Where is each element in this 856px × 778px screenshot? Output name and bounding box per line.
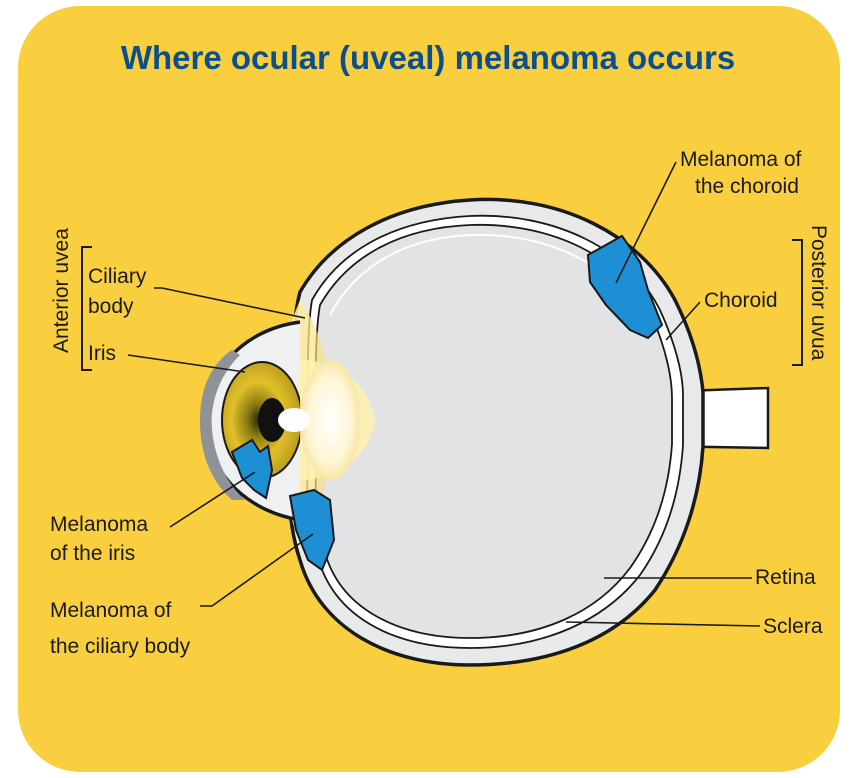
- label-ciliary-1: Ciliary: [88, 265, 147, 288]
- label-retina: Retina: [755, 566, 816, 589]
- label-melanoma-iris-2: of the iris: [50, 542, 135, 565]
- label-ciliary-2: body: [88, 295, 134, 318]
- label-melanoma-ciliary-1: Melanoma of: [50, 599, 172, 622]
- label-sclera: Sclera: [763, 615, 823, 638]
- label-melanoma-choroid-2: the choroid: [695, 175, 799, 198]
- lens-highlight: [278, 408, 310, 432]
- label-melanoma-iris-1: Melanoma: [50, 513, 148, 536]
- label-iris: Iris: [88, 342, 116, 365]
- label-melanoma-ciliary-2: the ciliary body: [50, 635, 191, 658]
- diagram-title: Where ocular (uveal) melanoma occurs: [121, 39, 735, 76]
- label-melanoma-choroid-1: Melanoma of: [680, 148, 802, 171]
- label-posterior-uvea: Posterior uvua: [807, 225, 830, 361]
- label-choroid: Choroid: [704, 289, 778, 312]
- label-anterior-uvea: Anterior uvea: [50, 228, 73, 353]
